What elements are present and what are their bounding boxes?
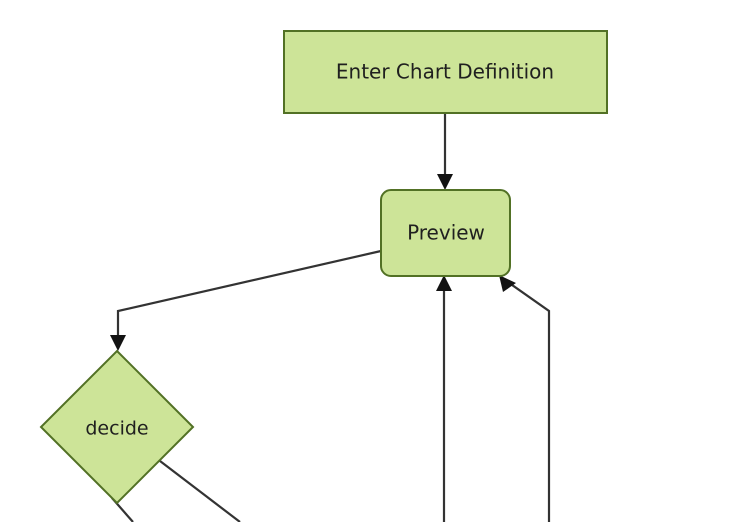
node-label-preview: Preview bbox=[407, 221, 485, 245]
edge-group bbox=[110, 113, 551, 522]
node-group: Enter Chart Definition Preview decide bbox=[39, 30, 608, 505]
edge-line bbox=[504, 279, 551, 522]
node-enter-chart-definition[interactable]: Enter Chart Definition bbox=[283, 30, 608, 114]
node-rounded-rect bbox=[380, 189, 511, 277]
edge-preview-to-decide[interactable] bbox=[110, 249, 382, 351]
edge-enter-to-preview[interactable] bbox=[437, 113, 453, 190]
node-label-decide: decide bbox=[85, 418, 148, 440]
node-rect bbox=[283, 30, 608, 114]
node-preview[interactable]: Preview bbox=[380, 189, 511, 277]
arrowhead-icon bbox=[437, 174, 453, 190]
node-diamond bbox=[39, 349, 195, 505]
edge-line bbox=[116, 249, 382, 343]
node-decide[interactable]: decide bbox=[39, 349, 195, 505]
arrowhead-icon bbox=[499, 275, 516, 292]
arrowhead-icon bbox=[436, 275, 452, 291]
node-label-enter-chart-definition: Enter Chart Definition bbox=[336, 60, 554, 84]
edge-decide-bottom-right[interactable] bbox=[159, 460, 241, 522]
edge-bottom-center-to-preview[interactable] bbox=[436, 275, 452, 522]
edge-bottom-right-to-preview[interactable] bbox=[499, 275, 551, 522]
edge-line bbox=[159, 460, 241, 522]
arrowhead-icon bbox=[110, 335, 126, 351]
